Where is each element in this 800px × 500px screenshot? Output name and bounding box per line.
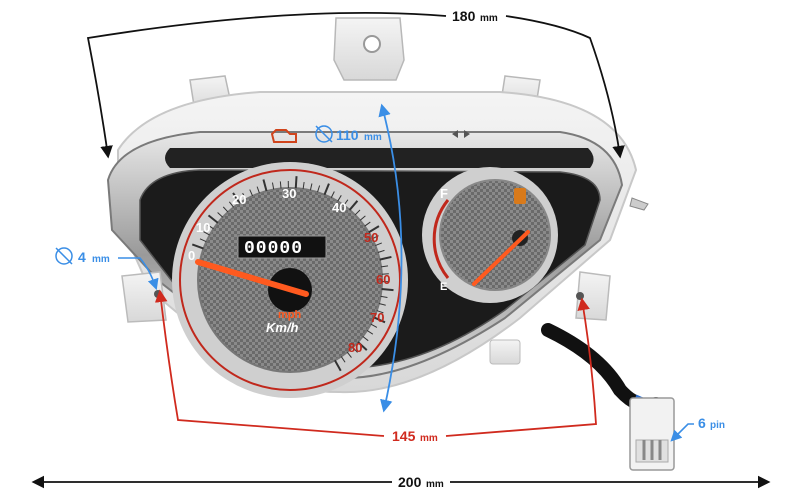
speedometer-tick-mark <box>203 231 210 236</box>
speedometer-tick-mark <box>364 221 371 227</box>
speedometer-tick-mark <box>337 195 342 202</box>
dim-200-value: 200 <box>398 474 422 490</box>
speed-tick-60: 60 <box>376 272 390 287</box>
fuel-full-label: F <box>440 186 448 201</box>
odometer-reading: 00000 <box>244 239 303 259</box>
speedometer-tick-mark <box>228 201 235 208</box>
fuel-needle <box>472 230 530 286</box>
speedometer-needle <box>195 259 309 297</box>
speedometer-tick-mark <box>242 192 247 200</box>
speed-tick-80: 80 <box>348 340 362 355</box>
speedometer-tick-mark <box>256 186 260 194</box>
fuel-gauge: F E <box>422 167 558 303</box>
speedometer-tick-mark <box>357 341 368 351</box>
dim-145-leader-right <box>445 297 597 437</box>
speedometer-tick-mark <box>354 209 361 216</box>
dim-180-arc-right <box>505 15 625 159</box>
speedometer-tick-mark <box>370 323 378 328</box>
unit-kmh: Km/h <box>266 320 299 335</box>
speedometer-tick-mark <box>348 200 359 211</box>
speedometer-tick-mark <box>330 191 335 198</box>
speed-tick-70: 70 <box>370 310 384 325</box>
dim-180-arc-left <box>86 11 447 159</box>
speedometer-tick-mark <box>232 192 241 204</box>
right-mount-hole <box>576 292 584 300</box>
speedometer-tick-mark <box>352 346 358 353</box>
fuel-pump-icon <box>514 188 526 204</box>
speedometer-tick-mark <box>217 212 224 218</box>
speed-tick-10: 10 <box>196 220 210 235</box>
speedometer-tick-mark <box>309 183 313 191</box>
speedometer-tick-mark <box>381 287 394 292</box>
speed-tick-40: 40 <box>332 200 346 215</box>
dim-180-value: 180 <box>452 8 476 24</box>
speed-tick-50: 50 <box>364 230 378 245</box>
speed-tick-30: 30 <box>282 186 296 201</box>
top-mount-hole <box>363 35 381 53</box>
speedometer-tick-mark <box>279 181 282 189</box>
dim-180-unit: mm <box>480 13 498 24</box>
speedometer-tick-mark <box>222 206 229 213</box>
wiring-cable <box>541 323 663 413</box>
speedometer-tick-mark <box>368 225 380 234</box>
speedometer-tick-mark <box>372 235 379 240</box>
speedometer-tick-mark <box>366 329 374 335</box>
fuel-empty-label: E <box>440 281 447 293</box>
speedometer-tick-mark <box>191 243 204 250</box>
turn-signal-icon <box>452 130 470 138</box>
speedometer-tick-mark <box>359 215 366 221</box>
speedometer-tick-mark <box>340 356 346 363</box>
speedometer-tick-mark <box>323 183 330 196</box>
dim-6pin-value: 6 <box>698 415 706 431</box>
dim-110-value: 110 <box>336 127 359 143</box>
diameter-icon-4 <box>55 247 73 265</box>
speedometer-tick-mark <box>271 182 275 190</box>
indicator-strip <box>165 148 594 168</box>
speedometer-tick-mark <box>262 179 268 192</box>
speed-tick-20: 20 <box>232 192 246 207</box>
engine-warning-icon <box>270 129 297 143</box>
dim-145-leader-left <box>154 289 385 437</box>
right-side-stud <box>629 197 649 211</box>
dim-4-unit: mm <box>92 254 110 265</box>
speedometer-tick-mark <box>199 238 207 243</box>
speedometer-tick-mark <box>334 359 342 372</box>
speed-tick-0: 0 <box>188 248 195 263</box>
dim-110-arc <box>378 103 403 413</box>
dim-200-unit: mm <box>426 479 444 490</box>
instrument-cluster: 0 10 20 30 40 50 60 70 80 00000 mph Km/h… <box>106 17 675 471</box>
speedometer-tick-mark <box>207 214 219 224</box>
speedometer-tick-mark <box>249 189 254 197</box>
speedometer-tick-mark <box>346 351 352 358</box>
dim-4-leader <box>118 257 159 291</box>
speedometer: 0 10 20 30 40 50 60 70 80 00000 mph Km/h <box>172 162 408 398</box>
bottom-tab-right <box>489 339 521 365</box>
unit-mph: mph <box>278 309 302 321</box>
odometer-window <box>237 235 327 259</box>
speedometer-tick-mark <box>317 185 321 193</box>
speedometer-tick-mark <box>362 335 369 342</box>
dim-6pin-unit: pin <box>710 420 725 431</box>
fuel-scale-arc <box>432 199 450 279</box>
speedometer-tick-mark <box>207 224 214 230</box>
speedometer-tick-mark <box>294 176 298 189</box>
six-pin-connector <box>629 397 675 471</box>
dim-4-value: 4 <box>78 249 86 265</box>
dim-110-unit: mm <box>364 132 382 143</box>
dim-145-unit: mm <box>420 433 438 444</box>
diameter-icon-110 <box>315 125 333 143</box>
speedometer-tick-mark <box>343 199 349 206</box>
dim-6pin-leader <box>670 423 694 442</box>
speedometer-tick-mark <box>302 181 305 190</box>
dim-145-value: 145 <box>392 428 416 444</box>
